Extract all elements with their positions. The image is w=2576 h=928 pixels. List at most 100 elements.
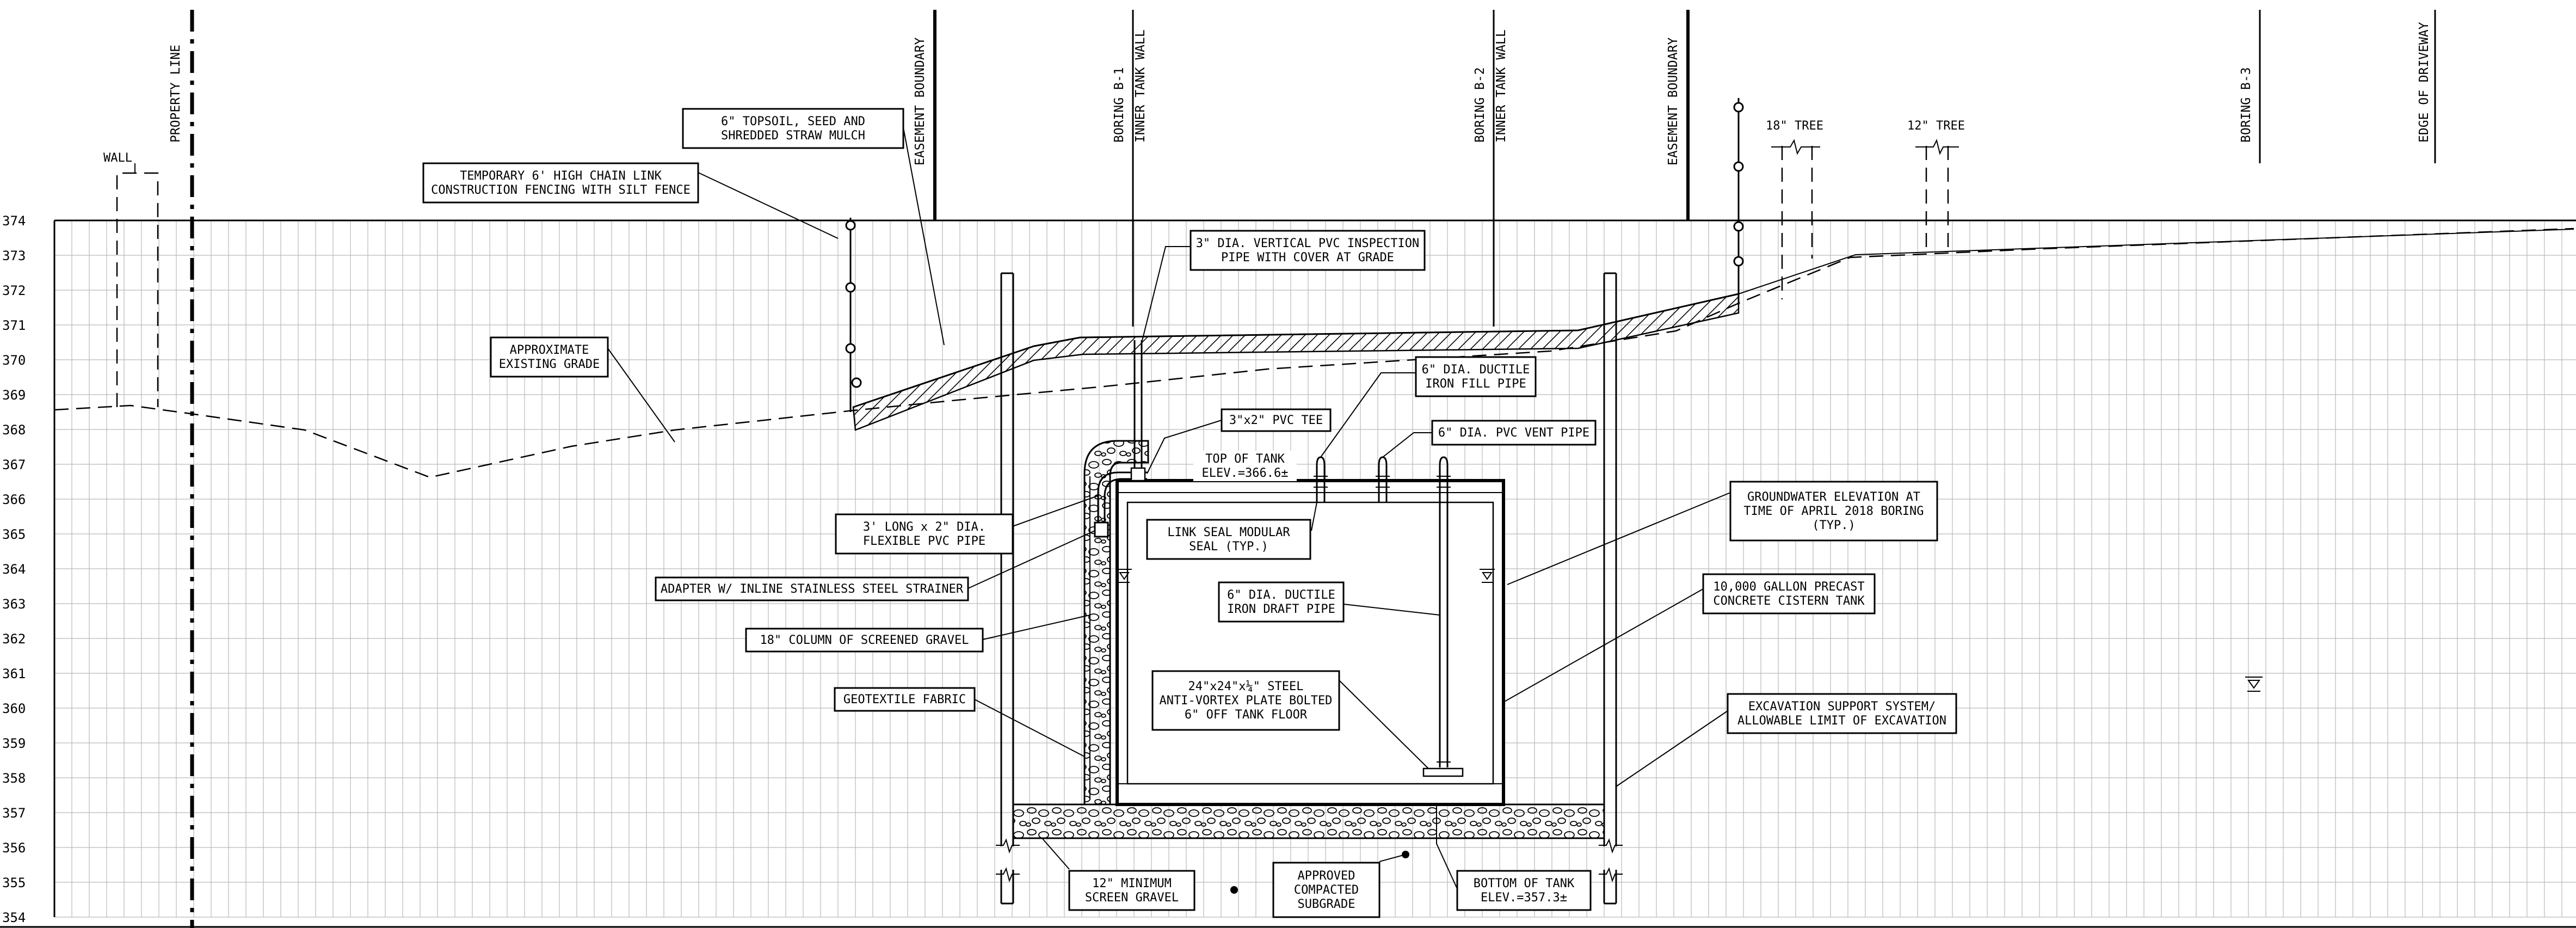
elevation-label: 355 bbox=[2, 875, 26, 890]
callout-text: 6" DIA. PVC VENT PIPE bbox=[1438, 426, 1589, 440]
elevation-label: 354 bbox=[2, 910, 26, 925]
callout-text: 12" MINIMUM bbox=[1092, 877, 1172, 890]
callout-text: (TYP.) bbox=[1812, 519, 1855, 532]
groundwater-symbol-tank bbox=[1480, 569, 1495, 583]
edge-of-driveway-label: EDGE OF DRIVEWAY bbox=[2417, 22, 2431, 143]
top-labels: WALL PROPERTY LINE EASEMENT BOUNDARY BOR… bbox=[103, 22, 2431, 165]
callout-text: TEMPORARY 6' HIGH CHAIN LINK bbox=[460, 169, 662, 183]
callout-text: 6" TOPSOIL, SEED AND bbox=[721, 115, 865, 128]
wall bbox=[116, 172, 159, 407]
draft-pipe bbox=[1437, 456, 1451, 767]
callout-text: 10,000 GALLON PRECAST bbox=[1713, 580, 1864, 594]
callout-text: COMPACTED bbox=[1294, 883, 1359, 897]
excavation-support-right bbox=[1599, 272, 1623, 905]
fence-right bbox=[1733, 98, 1744, 305]
elevation-label: 362 bbox=[2, 631, 26, 647]
elevation-label: 358 bbox=[2, 771, 26, 786]
elevation-label: 373 bbox=[2, 248, 26, 263]
elevation-label: 366 bbox=[2, 492, 26, 507]
tree-12-label: 12" TREE bbox=[1907, 119, 1965, 133]
callout-text: 6" DIA. DUCTILE bbox=[1422, 363, 1530, 377]
elevation-label: 360 bbox=[2, 701, 26, 716]
callout-text: APPROVED bbox=[1298, 869, 1355, 883]
wall-label: WALL bbox=[103, 151, 132, 165]
callout-geotextile: GEOTEXTILE FABRIC bbox=[834, 687, 976, 712]
callout-text: ELEV.=366.6± bbox=[1202, 466, 1289, 480]
flexible-pvc-pipe bbox=[1097, 471, 1147, 523]
callout-flex-pipe: 3' LONG x 2" DIA.FLEXIBLE PVC PIPE bbox=[835, 513, 1014, 555]
callout-text: GROUNDWATER ELEVATION AT bbox=[1747, 490, 1920, 504]
callout-text: BOTTOM OF TANK bbox=[1474, 877, 1575, 890]
inner-tank-wall-1-label: INNER TANK WALL bbox=[1133, 29, 1148, 143]
elevation-label: 361 bbox=[2, 666, 26, 681]
elevation-label: 368 bbox=[2, 422, 26, 438]
callout-text: APPROXIMATE bbox=[510, 343, 589, 357]
elevation-label: 370 bbox=[2, 353, 26, 368]
boring-b3-label: BORING B-3 bbox=[2239, 67, 2253, 143]
groundwater-symbol-right bbox=[2245, 677, 2263, 692]
callout-text: CONCRETE CISTERN TANK bbox=[1713, 594, 1865, 608]
callout-text: 6" OFF TANK FLOOR bbox=[1185, 708, 1308, 722]
elevation-label: 372 bbox=[2, 283, 26, 298]
callout-text: 6" DIA. DUCTILE bbox=[1227, 588, 1335, 602]
elevation-label: 364 bbox=[2, 562, 26, 577]
screen-gravel-base bbox=[1012, 803, 1605, 839]
property-line-label: PROPERTY LINE bbox=[169, 45, 183, 143]
elevation-label: 357 bbox=[2, 806, 26, 821]
callout-text: TIME OF APRIL 2018 BORING bbox=[1743, 505, 1924, 518]
fence-left bbox=[845, 218, 862, 412]
callout-text: LINK SEAL MODULAR bbox=[1167, 526, 1290, 539]
inner-tank-wall-2-label: INNER TANK WALL bbox=[1494, 29, 1508, 143]
callout-text: 3' LONG x 2" DIA. bbox=[863, 520, 985, 534]
callout-text: 3" DIA. VERTICAL PVC INSPECTION bbox=[1196, 237, 1420, 250]
elevation-label: 359 bbox=[2, 736, 26, 751]
callout-excavation: EXCAVATION SUPPORT SYSTEM/ALLOWABLE LIMI… bbox=[1727, 693, 1957, 734]
boring-b1-label: BORING B-1 bbox=[1112, 67, 1126, 143]
callout-text: SUBGRADE bbox=[1298, 898, 1355, 911]
tree-18-label: 18" TREE bbox=[1766, 119, 1823, 133]
callout-text: CONSTRUCTION FENCING WITH SILT FENCE bbox=[431, 183, 691, 197]
callout-text: FLEXIBLE PVC PIPE bbox=[863, 534, 985, 548]
subgrade-dot-right bbox=[1402, 851, 1409, 858]
subgrade-dot-left bbox=[1230, 886, 1238, 894]
tree-18 bbox=[1771, 139, 1820, 299]
elevation-label: 369 bbox=[2, 388, 26, 403]
easement-boundary-left-label: EASEMENT BOUNDARY bbox=[913, 37, 927, 165]
callout-text: SCREEN GRAVEL bbox=[1085, 891, 1179, 905]
callout-text: SEAL (TYP.) bbox=[1189, 540, 1268, 554]
existing-grade-right bbox=[1738, 229, 2574, 294]
callout-text: PIPE WITH COVER AT GRADE bbox=[1221, 251, 1394, 265]
callout-text: 24"x24"x¼" STEEL bbox=[1188, 680, 1304, 693]
strainer-adapter bbox=[1094, 521, 1109, 538]
elevation-label: 365 bbox=[2, 527, 26, 542]
callout-text: GEOTEXTILE FABRIC bbox=[843, 693, 966, 706]
elevation-labels: 3743733723713703693683673663653643633623… bbox=[2, 213, 26, 925]
proposed-grade-line bbox=[853, 293, 1739, 408]
elevation-label: 374 bbox=[2, 213, 26, 229]
elevation-label: 356 bbox=[2, 840, 26, 856]
easement-boundary-right-label: EASEMENT BOUNDARY bbox=[1666, 37, 1680, 165]
callout-text: ADAPTER W/ INLINE STAINLESS STEEL STRAIN… bbox=[661, 582, 964, 596]
boring-b2-label: BORING B-2 bbox=[1473, 67, 1487, 143]
callout-text: SHREDDED STRAW MULCH bbox=[721, 129, 865, 143]
callout-pvc-tee: 3"x2" PVC TEE bbox=[1221, 408, 1332, 432]
excavation-support-left bbox=[996, 272, 1020, 905]
callout-fencing: TEMPORARY 6' HIGH CHAIN LINKCONSTRUCTION… bbox=[422, 162, 699, 204]
callout-text: ANTI-VORTEX PLATE BOLTED bbox=[1160, 694, 1333, 708]
callout-text: 18" COLUMN OF SCREENED GRAVEL bbox=[760, 634, 969, 647]
elevation-label: 371 bbox=[2, 318, 26, 333]
elevation-label: 363 bbox=[2, 597, 26, 612]
inspection-pipe bbox=[1130, 340, 1146, 482]
tree-12 bbox=[1915, 139, 1959, 255]
callout-text: 3"x2" PVC TEE bbox=[1229, 414, 1323, 427]
